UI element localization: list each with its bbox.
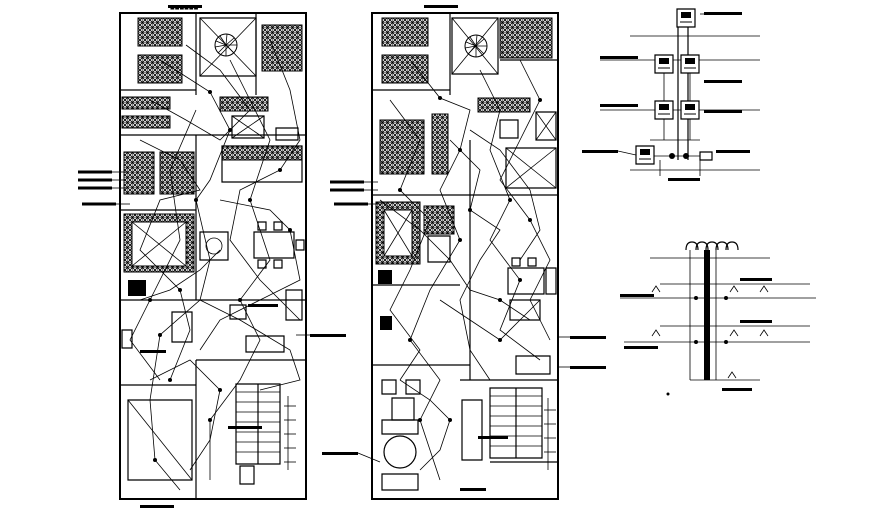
floor-plan-left: ▬▬▬▬▬▬ [77,5,346,508]
floor-plan-right [322,5,606,499]
single-line-diagram [620,242,816,396]
svg-text:▬▬▬▬▬▬: ▬▬▬▬▬▬ [170,6,199,12]
riser-diagram [582,8,760,181]
